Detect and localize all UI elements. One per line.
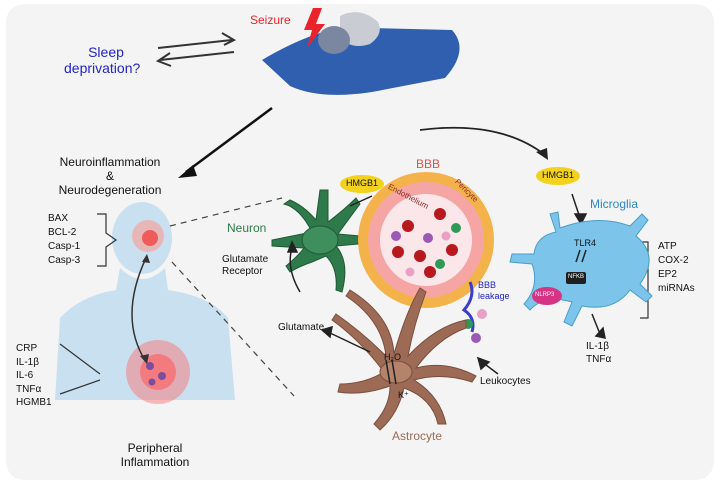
- zoom-line-upper: [169, 197, 283, 227]
- peripheral-marker: IL-6: [16, 370, 34, 381]
- glutamate-receptor-line-1: Glutamate: [222, 254, 269, 265]
- h2o-label: H₂O: [384, 352, 401, 362]
- sleep-deprivation-label: Sleep deprivation?: [64, 44, 140, 76]
- hmgb1-capsule-left: [340, 175, 384, 193]
- sleep-line-2: deprivation?: [64, 60, 141, 77]
- glutamate-label: Glutamate: [278, 322, 325, 333]
- peripheral-line-1: Peripheral: [127, 441, 183, 455]
- tnfa-label: TNFα: [586, 354, 612, 365]
- peripheral-marker-list: CRP IL-1β IL-6 TNFα HGMB1: [16, 342, 52, 410]
- brain-marker: Casp-1: [48, 241, 81, 252]
- peripheral-marker: HGMB1: [16, 397, 52, 408]
- bbb-leak-line-2: leakage: [478, 291, 510, 301]
- nlrp3-complex: [532, 287, 562, 305]
- brain-marker: BAX: [48, 213, 69, 224]
- leukocytes-label: Leukocytes: [480, 376, 531, 387]
- brain-marker-list: BAX BCL-2 Casp-1 Casp-3: [48, 212, 80, 268]
- lightning-bolt-icon: [304, 8, 325, 48]
- il1b-label: IL-1β: [586, 341, 609, 352]
- brain-marker: Casp-3: [48, 255, 81, 266]
- neuron-cell: [271, 189, 361, 293]
- k-plus-label: K⁺: [398, 390, 409, 400]
- arrow-to-neuroinflammation: [178, 106, 273, 178]
- tlr4-receptor: [581, 249, 587, 263]
- zoom-line-lower: [171, 261, 295, 397]
- neuro-line-1: Neuroinflammation: [59, 155, 161, 169]
- arrow-to-microglia-hmgb1: [419, 126, 548, 160]
- peripheral-marker: IL-1β: [16, 356, 39, 368]
- hmgb1-label-left: HMGB1: [346, 178, 379, 188]
- tlr4-receptor: [575, 249, 581, 263]
- microglia-marker: COX-2: [658, 255, 689, 266]
- brain-markers-bracket: [97, 213, 118, 267]
- microglia-marker: EP2: [658, 269, 677, 280]
- seizure-label: Seizure: [250, 13, 291, 27]
- neuro-amp: &: [105, 168, 114, 183]
- nlrp3-label: NLRP3: [535, 292, 555, 298]
- bbb-label: BBB: [416, 157, 441, 171]
- peripheral-marker: CRP: [16, 343, 38, 354]
- microglia-marker: ATP: [658, 241, 677, 252]
- leaked-cell: [471, 333, 481, 343]
- signaling-arrows: [286, 193, 606, 385]
- peripheral-markers-bracket: [59, 343, 101, 395]
- neuro-line-2: Neurodegeneration: [58, 182, 162, 197]
- tlr4-label: TLR4: [574, 238, 597, 248]
- microglia-label: Microglia: [590, 197, 639, 211]
- microglia-markers-bracket: [640, 241, 649, 319]
- astrocyte-label: Astrocyte: [392, 429, 443, 443]
- peripheral-marker: TNFα: [16, 383, 42, 395]
- hmgb1-label-right: HMGB1: [542, 170, 575, 180]
- neuron-label: Neuron: [227, 221, 267, 235]
- bbb-leak-line-1: BBB: [478, 280, 497, 290]
- sleep-line-1: Sleep: [88, 44, 124, 60]
- brain-marker: BCL-2: [48, 227, 77, 238]
- nfkb-label: NFKB: [568, 274, 585, 280]
- glutamate-receptor-label: Glutamate Receptor: [222, 254, 268, 278]
- microglia-cytokine-list: IL-1β TNFα: [586, 340, 611, 366]
- blood-brain-barrier-vessel: [358, 172, 494, 308]
- hmgb1-capsule-right: [536, 167, 580, 185]
- microglia-marker-list: ATP COX-2 EP2 miRNAs: [658, 240, 695, 296]
- bbb-leakage-label: BBB leakage: [478, 280, 510, 302]
- peripheral-line-2: Inflammation: [120, 454, 190, 469]
- sleeping-person-icon: [262, 12, 460, 95]
- microglia-marker: miRNAs: [658, 283, 695, 294]
- glutamate-receptor-line-2: Receptor: [222, 266, 263, 277]
- equilibrium-arrows: [155, 32, 237, 67]
- peripheral-inflammation-label: Peripheral Inflammation: [100, 441, 210, 470]
- nfkb-box: [566, 272, 586, 284]
- astrocyte-cell: [331, 287, 477, 431]
- neuroinflammation-title: Neuroinflammation & Neurodegeneration: [30, 155, 190, 197]
- human-body-figure: [55, 202, 235, 404]
- leaked-cell: [477, 309, 487, 319]
